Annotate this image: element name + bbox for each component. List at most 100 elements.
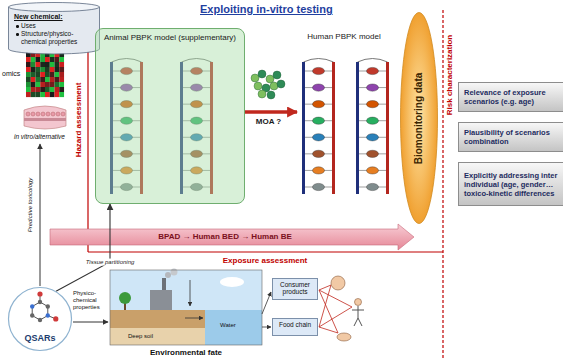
heatmap-cell (31, 77, 36, 82)
heatmap-cell (55, 87, 60, 92)
heatmap-cell (36, 87, 41, 92)
heatmap-cell (40, 92, 45, 97)
smoke (171, 269, 178, 276)
arrow-label: Physico-chemical properties (73, 290, 113, 311)
heatmap-cell (59, 67, 64, 72)
node-text: Food chain (275, 321, 315, 328)
source-box: Food chain (272, 318, 318, 336)
cylinder-top (9, 3, 100, 12)
heatmap-cell (31, 67, 36, 72)
heatmap-cell (55, 82, 60, 87)
cloud (220, 277, 244, 287)
note-box: Plausibility of scenarios combination (458, 122, 563, 152)
cell (46, 112, 50, 116)
section-label: Risk characterization (445, 35, 454, 115)
organ (313, 150, 325, 157)
heatmap-cell (59, 57, 64, 62)
heatmap-cell (59, 82, 64, 87)
node-text: Human PBPK model (296, 32, 392, 41)
organ (367, 67, 379, 74)
venous-blood (356, 62, 359, 194)
image-caption: Environmental fate (150, 348, 222, 357)
heatmap-cell (55, 77, 60, 82)
atom (38, 318, 42, 322)
diagram-title: Exploiting in-vitro testing (200, 3, 333, 15)
organ (313, 101, 325, 108)
heatmap-cell (55, 67, 60, 72)
ellipse-fill (401, 13, 438, 224)
node-text: Plausibility of scenarios combination (464, 128, 560, 146)
heatmap-cell (59, 62, 64, 67)
note-box: Relevance of exposure scenarios (e.g. ag… (458, 82, 563, 112)
heatmap-cell (50, 77, 55, 82)
heatmap-cell (45, 57, 50, 62)
organ (367, 183, 379, 190)
protein-blob (267, 91, 275, 99)
heatmap-cell (45, 87, 50, 92)
molecule-ring (32, 302, 48, 320)
protein-blob (254, 82, 262, 90)
cell (61, 112, 65, 116)
protein-blob (258, 70, 266, 78)
arterial-blood (386, 62, 389, 194)
node-text: Uses (14, 22, 96, 30)
atom (37, 291, 42, 296)
arterial-blood (332, 62, 335, 194)
connector-arrow (245, 110, 297, 114)
organ (313, 167, 325, 174)
omics-heatmap (26, 52, 64, 97)
organ (367, 84, 379, 91)
organ (313, 84, 325, 91)
node-text: Structure/physico-chemical properties (14, 30, 96, 46)
image-caption: in vitro/alternative (14, 133, 65, 140)
heatmap-cell (55, 62, 60, 67)
transfer-arrow (262, 292, 271, 314)
hand-icon (337, 333, 351, 341)
heatmap-cell (31, 72, 36, 77)
cell (41, 112, 45, 116)
heatmap-cell (55, 72, 60, 77)
heatmap-cell (36, 62, 41, 67)
heatmap-cell (26, 92, 31, 97)
heatmap-cell (36, 92, 41, 97)
organ (313, 183, 325, 190)
model-panel: Human PBPK model (292, 28, 396, 204)
exposure-route (319, 327, 338, 333)
node-text: Relevance of exposure scenarios (e.g. ag… (464, 88, 560, 106)
heatmap-cell (50, 57, 55, 62)
heatmap-cell (50, 62, 55, 67)
heatmap-cell (26, 87, 31, 92)
smoke (165, 272, 171, 278)
deep-soil (110, 328, 205, 345)
atom (53, 316, 58, 321)
heatmap-cell (40, 57, 45, 62)
pbpk-diagram (356, 59, 389, 195)
sky (110, 270, 262, 312)
pbpk-diagram (302, 59, 335, 195)
cell (51, 112, 55, 116)
image-caption: omics (2, 70, 20, 78)
tree-crown (119, 292, 131, 304)
person-head (355, 299, 362, 306)
note-box: Explicitly addressing inter individual (… (458, 162, 563, 206)
heatmap-cell (45, 67, 50, 72)
organ (367, 167, 379, 174)
atom (46, 304, 50, 308)
heatmap-cell (31, 62, 36, 67)
runoff-arrow (185, 318, 203, 319)
exposure-route (319, 285, 331, 290)
heatmap-cell (59, 77, 64, 82)
heatmap-cell (40, 72, 45, 77)
illustration-frame (110, 270, 262, 345)
lung-loop (304, 59, 334, 63)
environment-image (110, 269, 271, 346)
heatmap-cell (45, 62, 50, 67)
circle-fill (9, 288, 72, 351)
ground (110, 310, 205, 345)
prediction-arrow (40, 144, 41, 286)
heatmap-cell (36, 82, 41, 87)
heatmap-cell (40, 62, 45, 67)
exposure-route (319, 307, 352, 327)
atom (30, 304, 34, 308)
data-ellipse: Biomonitoring data (400, 12, 438, 224)
